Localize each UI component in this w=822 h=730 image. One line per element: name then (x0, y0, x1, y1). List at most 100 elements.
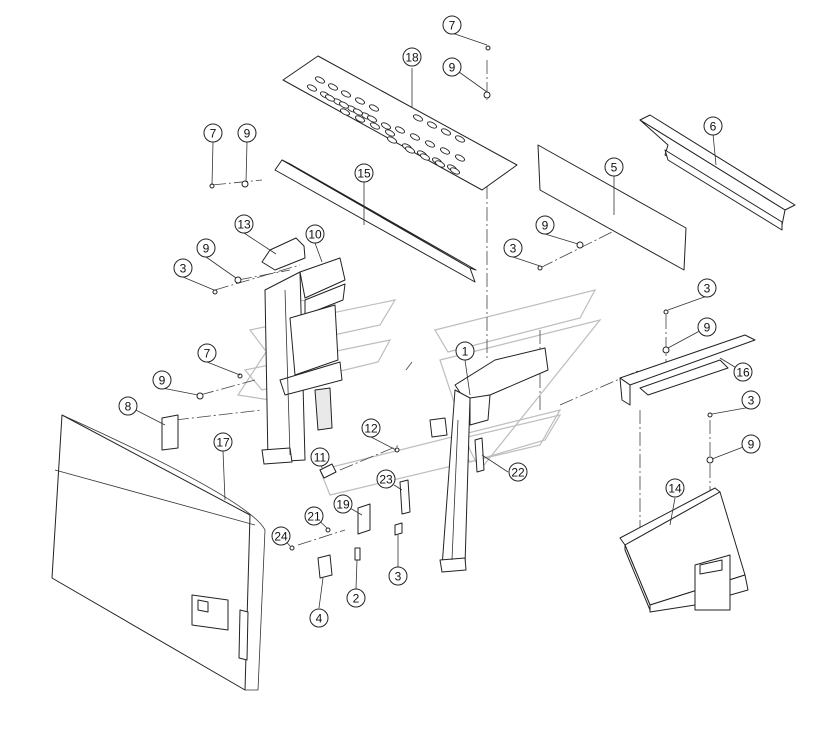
callout-number: 19 (336, 498, 350, 512)
perforation-slot (439, 147, 451, 155)
part-16-bracket (619, 334, 756, 406)
callout-number: 12 (364, 422, 378, 436)
callout-number: 8 (125, 400, 132, 414)
callout-c9b: 9 (237, 123, 257, 143)
part-10-left-frame (261, 257, 346, 465)
callout-c9c: 9 (535, 215, 555, 235)
callout-number: 16 (736, 366, 750, 380)
callout-c3a: 3 (503, 238, 523, 258)
callout-number: 9 (203, 242, 210, 256)
perforation-slot (440, 128, 452, 136)
callout-number: 9 (449, 61, 456, 75)
perforation-slot (339, 108, 351, 116)
perforation-slot (324, 94, 336, 102)
callout-c9f: 9 (152, 370, 172, 390)
callout-c17: 17 (213, 432, 233, 452)
part-15-rail (274, 159, 477, 283)
callout-number: 21 (307, 510, 321, 524)
perforation-slot (306, 84, 318, 92)
callout-number: 7 (204, 347, 211, 361)
perforation-slot (386, 136, 398, 144)
callout-number: 9 (159, 374, 166, 388)
callout-c13: 13 (234, 214, 254, 234)
callout-number: 14 (668, 482, 682, 496)
perforation-slot (354, 97, 366, 105)
callout-number: 18 (405, 51, 419, 65)
part-5-panel (537, 144, 687, 271)
callout-number: 11 (314, 451, 327, 465)
part-8-plate (161, 414, 179, 451)
callout-number: 2 (353, 592, 360, 606)
perforation-slot (340, 90, 352, 98)
part-13-bracket (261, 237, 306, 271)
callout-c6: 6 (703, 116, 723, 136)
callout-c2: 2 (346, 588, 366, 608)
callout-c23: 23 (376, 469, 396, 489)
perforation-slot (424, 140, 436, 148)
callout-number: 7 (449, 19, 456, 33)
callout-c21: 21 (304, 506, 324, 526)
perforation-slot (404, 146, 416, 154)
callout-number: 7 (210, 127, 217, 141)
callout-c19: 19 (333, 494, 353, 514)
callout-number: 10 (308, 228, 322, 242)
perforation-slot (366, 115, 378, 123)
callout-number: 9 (542, 219, 549, 233)
callout-c9a: 9 (442, 57, 462, 77)
perforation-slot (354, 115, 366, 123)
perforation-slot (394, 126, 406, 134)
perforation-slot (369, 122, 381, 130)
callout-c10: 10 (305, 224, 325, 244)
part-6-bracket (639, 114, 796, 231)
callout-number: 22 (511, 466, 525, 480)
perforation-slot (352, 108, 364, 116)
callout-c7b: 7 (203, 123, 223, 143)
callout-c1: 1 (455, 341, 475, 361)
callout-c15: 15 (354, 163, 374, 183)
small-parts (196, 45, 714, 579)
perforation-slot (412, 114, 424, 122)
callout-c24: 24 (271, 526, 291, 546)
callout-c18: 18 (402, 47, 422, 67)
perforation-slot (368, 104, 380, 112)
callout-number: 13 (237, 218, 251, 232)
callout-number: 6 (710, 120, 717, 134)
callout-number: 3 (180, 262, 187, 276)
perforation-slot (314, 76, 326, 84)
callout-number: 3 (395, 570, 402, 584)
callout-number: 1 (462, 345, 469, 359)
callout-c3d: 3 (741, 390, 761, 410)
callout-number: 9 (244, 127, 251, 141)
part-18-perforated-plate (282, 55, 518, 191)
perforation-slot (338, 101, 350, 109)
callout-c5: 5 (604, 157, 624, 177)
callout-number: 5 (611, 161, 618, 175)
perforation-slot (384, 129, 396, 137)
callout-number: 23 (379, 473, 393, 487)
callout-c3e: 3 (388, 566, 408, 586)
perforation-slot (454, 154, 466, 162)
callout-c9g: 9 (741, 434, 761, 454)
callout-number: 17 (216, 436, 230, 450)
perforation-slot (409, 133, 421, 141)
part-1-right-frame (429, 347, 549, 573)
callout-c7a: 7 (442, 15, 462, 35)
callout-c11: 11 (310, 447, 330, 467)
callout-c14: 14 (665, 478, 685, 498)
callout-number: 3 (510, 242, 517, 256)
perforation-slot (419, 153, 431, 161)
callout-c8: 8 (118, 396, 138, 416)
perforation-slot (434, 160, 446, 168)
callout-c9d: 9 (196, 238, 216, 258)
callout-c9e: 9 (697, 317, 717, 337)
callout-number: 9 (748, 438, 755, 452)
callout-number: 3 (704, 282, 711, 296)
callout-number: 3 (748, 394, 755, 408)
callout-c7c: 7 (197, 343, 217, 363)
perforation-slot (449, 167, 461, 175)
callout-c3c: 3 (697, 278, 717, 298)
callout-number: 15 (357, 167, 371, 181)
